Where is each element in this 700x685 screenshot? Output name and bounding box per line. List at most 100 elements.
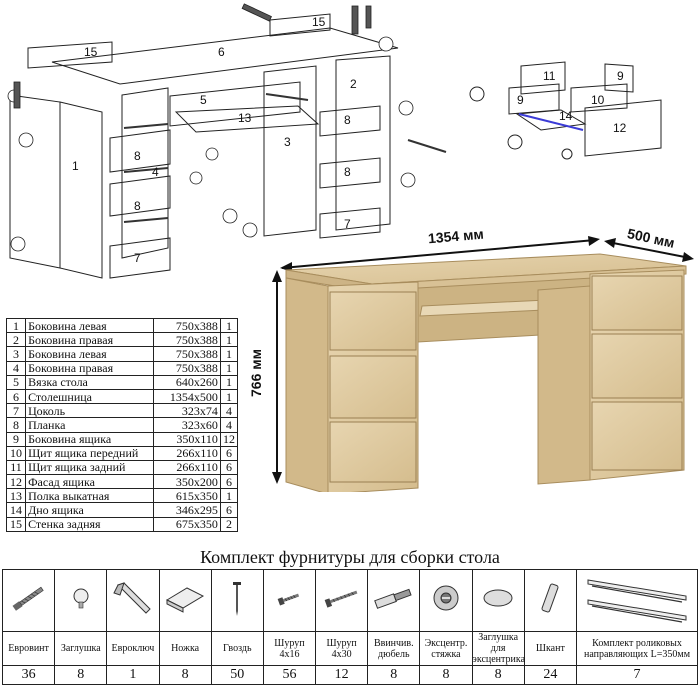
hardware-name: Евровинт — [1, 631, 56, 666]
part-tabletop — [51, 27, 399, 85]
parts-qty: 1 — [219, 346, 239, 362]
label-7a: 7 — [134, 251, 141, 265]
part-back-wall-left — [27, 41, 113, 69]
parts-number: 9 — [5, 431, 27, 447]
parts-name: Дно ящика — [25, 502, 154, 518]
parts-qty: 1 — [219, 360, 239, 376]
label-1: 1 — [72, 159, 79, 173]
hardware-name: Заглушка для эксцентрика — [471, 631, 526, 666]
long-screw-icon — [315, 569, 369, 632]
drawer-facade-12 — [584, 99, 662, 157]
hardware-kit-title: Комплект фурнитуры для сборки стола — [200, 547, 500, 567]
parts-name: Боковина ящика — [25, 431, 154, 447]
svg-text:9: 9 — [517, 93, 524, 107]
drawer-side-9a — [604, 63, 634, 93]
svg-text:11: 11 — [543, 69, 556, 83]
part-tie-rail — [169, 81, 301, 127]
drawer-exploded-diagram: 11 9 9 10 14 12 — [469, 61, 662, 160]
cam-cap-icon — [471, 569, 525, 632]
parts-size: 750x388 — [152, 346, 221, 362]
parts-name: Полка выкатная — [25, 488, 154, 504]
hardware-qty: 8 — [419, 665, 473, 685]
parts-qty: 2 — [219, 516, 239, 532]
hardware-qty: 8 — [158, 665, 212, 685]
parts-number: 1 — [5, 317, 27, 334]
parts-number: 6 — [5, 388, 27, 405]
parts-size: 750x388 — [152, 360, 221, 376]
parts-size: 350x110 — [152, 431, 221, 447]
parts-size: 266x110 — [152, 445, 221, 461]
label-15b: 15 — [312, 15, 326, 29]
hardware-qty: 8 — [471, 665, 525, 685]
parts-size: 750x388 — [152, 332, 221, 348]
parts-size: 350x200 — [152, 474, 221, 490]
parts-qty: 6 — [219, 445, 239, 461]
parts-size: 675x350 — [152, 516, 221, 532]
parts-size: 323x60 — [152, 417, 221, 433]
parts-qty: 6 — [219, 502, 239, 518]
hardware-name: Шкант — [523, 631, 578, 666]
parts-size: 1354x500 — [152, 388, 221, 405]
drawer-back-11 — [520, 61, 566, 95]
parts-name: Столешница — [25, 388, 154, 405]
parts-size: 266x110 — [152, 459, 221, 476]
parts-number: 12 — [5, 474, 27, 490]
parts-qty: 1 — [219, 317, 239, 334]
hardware-name: Гвоздь — [210, 631, 264, 666]
label-13: 13 — [238, 111, 252, 125]
parts-qty: 6 — [219, 459, 239, 476]
parts-name: Щит ящика задний — [25, 459, 154, 476]
parts-qty: 4 — [219, 403, 239, 419]
parts-size: 346x295 — [152, 502, 221, 518]
parts-size: 615x350 — [152, 488, 221, 504]
label-2: 2 — [350, 77, 357, 91]
hardware-qty: 8 — [54, 665, 108, 685]
parts-qty: 12 — [219, 431, 239, 447]
parts-number: 10 — [5, 445, 27, 461]
desk-render — [272, 236, 694, 492]
parts-qty: 1 — [219, 374, 239, 390]
hardware-name: Ножка — [158, 631, 212, 666]
label-6: 6 — [218, 45, 225, 59]
parts-number: 14 — [5, 502, 27, 518]
hardware-name: Комплект роликовых направляющих L=350мм — [576, 631, 698, 666]
svg-text:9: 9 — [617, 69, 624, 83]
wood-dowel-icon — [523, 569, 578, 632]
screw-icon — [1, 569, 56, 632]
parts-name: Стенка задняя — [25, 516, 154, 532]
hardware-name: Шуруп 4х30 — [315, 631, 369, 666]
parts-name: Вязка стола — [25, 374, 154, 390]
label-5: 5 — [200, 93, 207, 107]
parts-name: Фасад ящика — [25, 474, 154, 490]
parts-qty: 1 — [219, 488, 239, 504]
hardware-qty: 56 — [262, 665, 317, 685]
parts-name: Боковина левая — [25, 346, 154, 362]
parts-number: 13 — [5, 488, 27, 504]
hardware-qty: 24 — [523, 665, 578, 685]
hardware-name: Эксцентр. стяжка — [419, 631, 473, 666]
label-4: 4 — [152, 165, 159, 179]
hardware-name: Заглушка — [54, 631, 108, 666]
part-side-4 — [121, 87, 169, 259]
label-8a: 8 — [134, 149, 141, 163]
drawer-front-10 — [570, 83, 628, 113]
parts-size: 750x388 — [152, 317, 221, 334]
parts-number: 7 — [5, 403, 27, 419]
parts-number: 5 — [5, 374, 27, 390]
foot-icon — [158, 569, 212, 632]
hardware-qty: 8 — [367, 665, 421, 685]
hardware-qty: 7 — [576, 665, 698, 685]
parts-name: Цоколь — [25, 403, 154, 419]
